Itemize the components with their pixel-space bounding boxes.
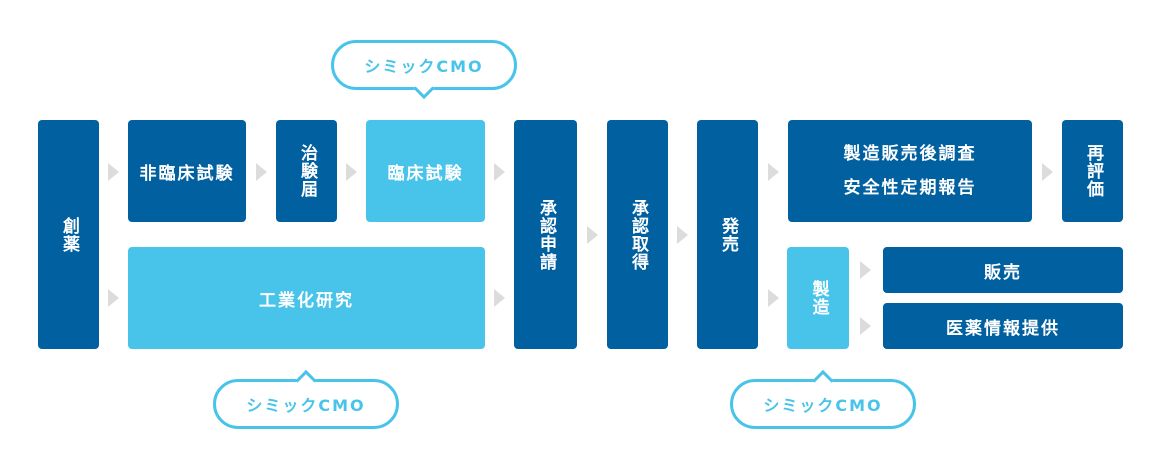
step-label: 工業化研究 <box>259 290 354 311</box>
step-manufacturing: 製造 <box>787 247 849 349</box>
step-label-line2: 安全性定期報告 <box>843 178 977 198</box>
step-label: 販売 <box>984 262 1022 283</box>
arrow-right-icon <box>1042 163 1053 181</box>
cmo-bubble-industrial: シミックCMO <box>213 379 399 429</box>
step-label: 治験届 <box>297 144 317 198</box>
step-label: 発売 <box>718 216 738 253</box>
step-label: 創薬 <box>59 216 79 253</box>
arrow-right-icon <box>256 163 267 181</box>
step-label: 承認取得 <box>628 198 648 271</box>
arrow-right-icon <box>494 289 505 307</box>
step-industrialization: 工業化研究 <box>128 247 485 349</box>
arrow-right-icon <box>346 163 357 181</box>
step-label: 再評価 <box>1083 144 1103 198</box>
step-drug-discovery: 創薬 <box>38 120 99 349</box>
step-label: 非臨床試験 <box>139 163 235 184</box>
step-sales: 販売 <box>883 247 1123 293</box>
arrow-right-icon <box>108 289 119 307</box>
bubble-label: シミックCMO <box>364 57 484 76</box>
arrow-right-icon <box>768 289 779 307</box>
step-launch: 発売 <box>697 120 758 349</box>
bubble-label: シミックCMO <box>763 396 883 415</box>
arrow-right-icon <box>768 163 779 181</box>
step-drug-info: 医薬情報提供 <box>883 303 1123 349</box>
step-label-line1: 製造販売後調査 <box>843 144 977 164</box>
step-label: 製造 <box>808 280 829 316</box>
step-clinical: 臨床試験 <box>366 120 485 222</box>
step-reevaluation: 再評価 <box>1062 120 1123 222</box>
cmo-bubble-manufacturing: シミックCMO <box>730 379 916 429</box>
cmo-bubble-clinical: シミックCMO <box>331 40 517 90</box>
arrow-right-icon <box>860 317 871 335</box>
step-label: 医薬情報提供 <box>946 318 1060 339</box>
step-label: 承認申請 <box>536 198 556 271</box>
step-approval-application: 承認申請 <box>514 120 577 349</box>
step-post-marketing: 製造販売後調査 安全性定期報告 <box>788 120 1032 222</box>
arrow-right-icon <box>108 163 119 181</box>
arrow-right-icon <box>494 163 505 181</box>
step-approval-acquisition: 承認取得 <box>607 120 668 349</box>
arrow-right-icon <box>587 226 598 244</box>
step-ctn: 治験届 <box>276 120 337 222</box>
step-nonclinical: 非臨床試験 <box>128 120 246 222</box>
bubble-label: シミックCMO <box>246 396 366 415</box>
step-label: 臨床試験 <box>387 163 464 184</box>
arrow-right-icon <box>677 226 688 244</box>
arrow-right-icon <box>860 261 871 279</box>
